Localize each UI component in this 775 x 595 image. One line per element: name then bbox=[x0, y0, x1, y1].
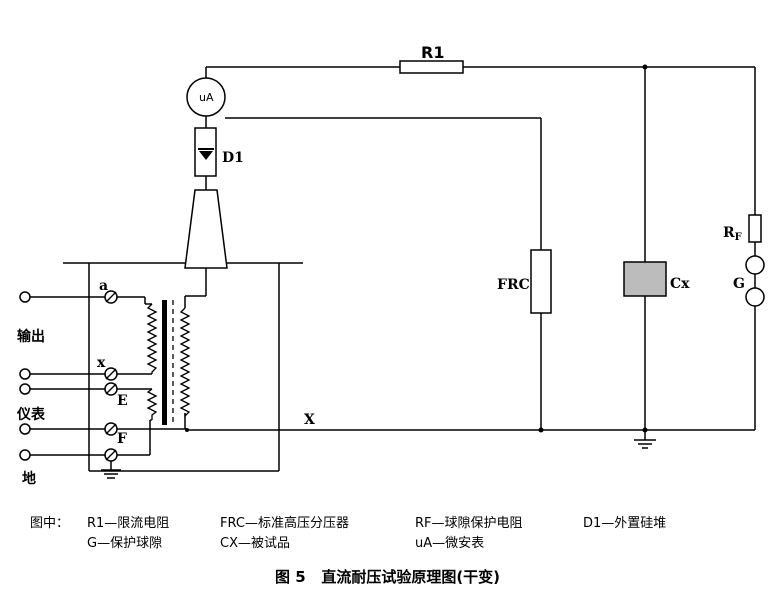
label-ground: 地 bbox=[22, 470, 36, 487]
terminal-ground-slash bbox=[105, 449, 117, 461]
label-cx: Cx bbox=[670, 276, 690, 292]
r1-resistor bbox=[399, 60, 464, 74]
secondary-winding bbox=[179, 307, 191, 418]
legend-ua: uA—微安表 bbox=[415, 536, 485, 551]
terminal-a-slash bbox=[105, 291, 117, 303]
terminal-x-slash bbox=[105, 368, 117, 380]
label-rf: RF bbox=[723, 225, 742, 243]
legend-cx: CX—被试品 bbox=[220, 536, 290, 551]
label-d1: D1 bbox=[222, 150, 244, 166]
ground-circle bbox=[19, 449, 31, 461]
g-sphere-gap-upper bbox=[745, 255, 765, 275]
output-a-circle bbox=[19, 291, 31, 303]
legend-prefix: 图中： bbox=[30, 516, 70, 531]
legend-frc: FRC—标准高压分压器 bbox=[220, 516, 349, 531]
figure-caption: 图 5 直流耐压试验原理图(干变) bbox=[0, 566, 775, 587]
legend: 图中： R1—限流电阻 FRC—标准高压分压器 RF—球隙保护电阻 D1—外置硅… bbox=[30, 514, 750, 554]
frc-divider bbox=[530, 249, 552, 314]
label-terminal-a: a bbox=[99, 278, 108, 294]
d1-diode-icon bbox=[199, 151, 213, 160]
legend-rf: RF—球隙保护电阻 bbox=[415, 516, 523, 531]
uA-meter bbox=[186, 77, 226, 117]
primary-winding-lower bbox=[146, 388, 158, 420]
junction-secondary-x bbox=[185, 428, 189, 432]
primary-winding-upper bbox=[146, 303, 158, 374]
figure-title: 直流耐压试验原理图(干变) bbox=[321, 568, 501, 586]
g-sphere-gap-lower bbox=[745, 287, 765, 307]
label-terminal-e: E bbox=[117, 393, 128, 409]
legend-row-1: 图中： R1—限流电阻 FRC—标准高压分压器 RF—球隙保护电阻 D1—外置硅… bbox=[30, 514, 750, 534]
legend-d1: D1—外置硅堆 bbox=[583, 516, 667, 531]
junction-frc-bottom bbox=[538, 427, 544, 433]
output-x-circle bbox=[19, 368, 31, 380]
legend-g: G—保护球隙 bbox=[87, 536, 163, 551]
transformer-core bbox=[162, 300, 167, 425]
junction-cx-top bbox=[642, 64, 648, 70]
label-rf-main: R bbox=[723, 225, 735, 241]
label-terminal-x: x bbox=[97, 355, 106, 371]
cx-test-object bbox=[623, 261, 667, 297]
legend-row-2: G—保护球隙 CX—被试品 uA—微安表 bbox=[30, 534, 750, 554]
legend-r1: R1—限流电阻 bbox=[87, 516, 170, 531]
label-ua: uA bbox=[199, 91, 214, 104]
label-output: 输出 bbox=[17, 328, 45, 345]
terminal-e-slash bbox=[105, 383, 117, 395]
meter-f-circle bbox=[19, 423, 31, 435]
hv-bushing bbox=[184, 189, 228, 269]
label-x-line: X bbox=[304, 412, 315, 428]
dc-withstand-test-circuit-diagram: R1 uA D1 FRC Cx RF G X a x E F 输出 仪表 地 bbox=[16, 43, 765, 487]
label-rf-sub: F bbox=[735, 232, 742, 243]
rf-resistor bbox=[748, 214, 762, 243]
label-frc: FRC bbox=[497, 277, 530, 293]
label-r1: R1 bbox=[421, 43, 444, 62]
label-meter: 仪表 bbox=[16, 406, 46, 423]
label-g: G bbox=[733, 276, 745, 292]
label-terminal-f: F bbox=[117, 431, 127, 447]
figure-number: 图 5 bbox=[274, 568, 306, 586]
meter-e-circle bbox=[19, 383, 31, 395]
terminal-f-slash bbox=[105, 423, 117, 435]
